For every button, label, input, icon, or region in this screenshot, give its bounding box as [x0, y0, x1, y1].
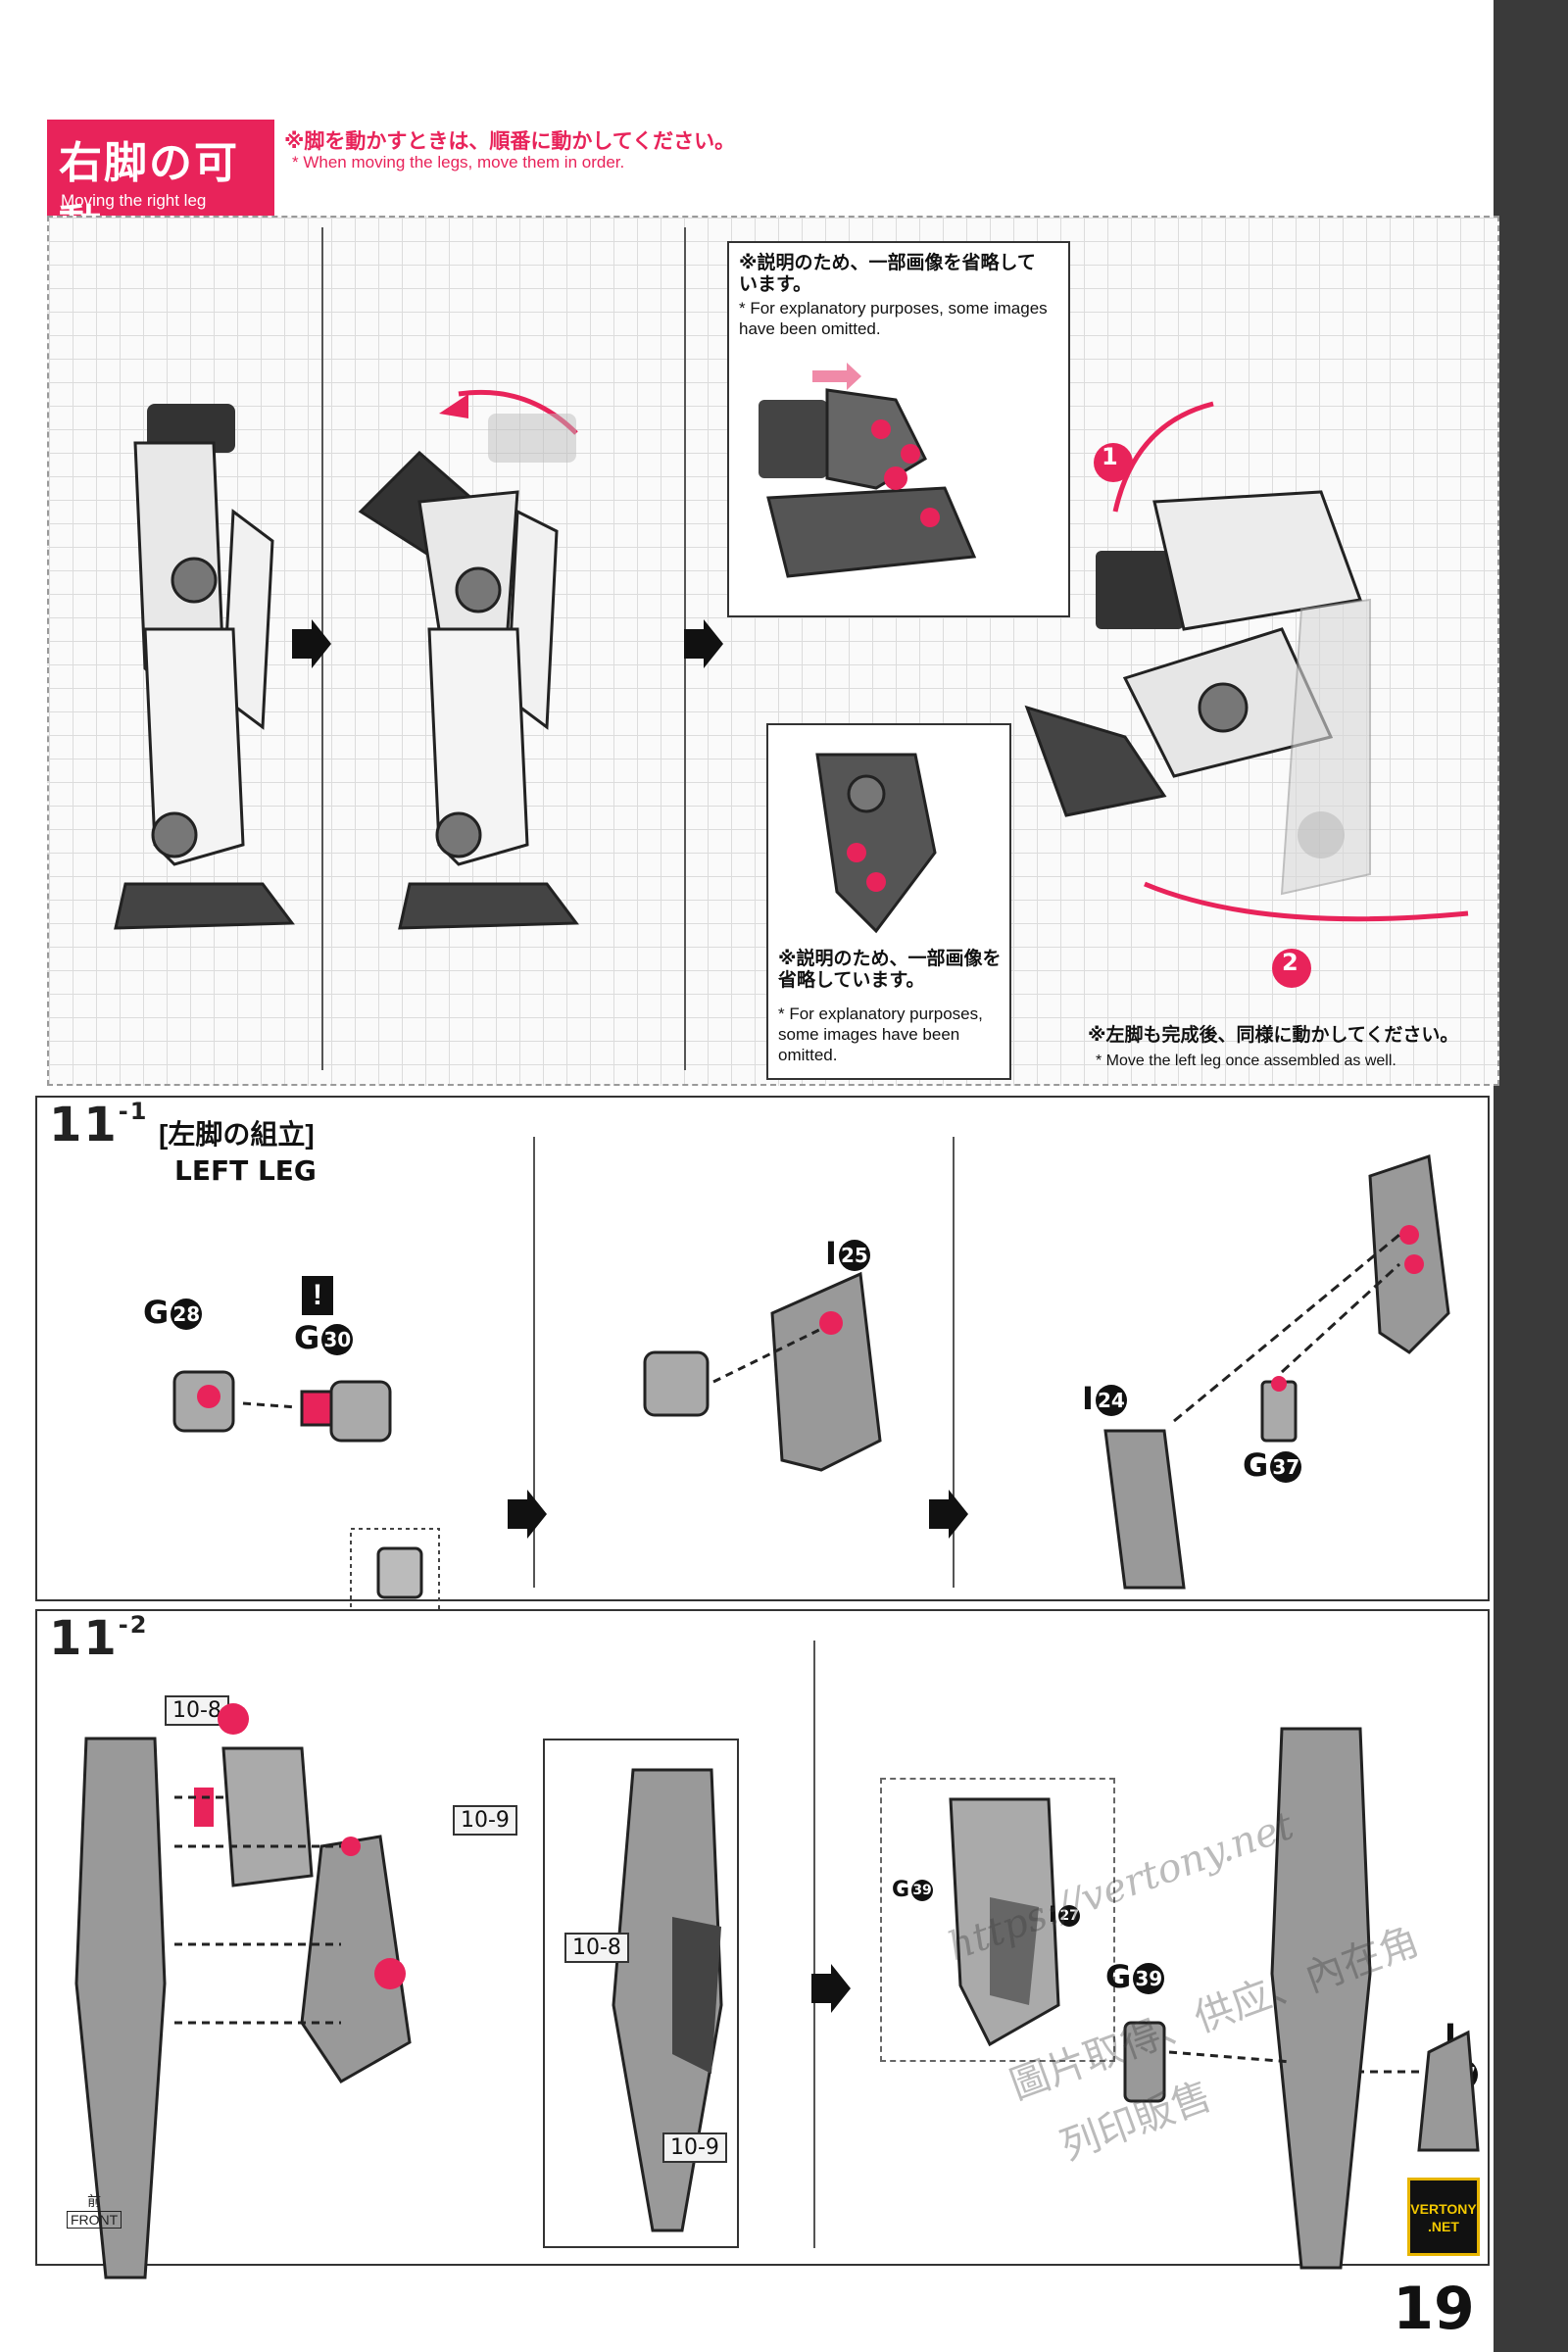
step-number: 11-2: [49, 1611, 148, 1666]
right-edge-bar: [1494, 0, 1568, 2352]
step-11-1-parts-c: [1103, 1153, 1450, 1590]
ref-10-8: 10-8: [165, 1695, 229, 1726]
left-leg-note-jp: ※左脚も完成後、同様に動かしてください。: [1088, 1025, 1459, 1046]
next-arrow-icon: [811, 1964, 851, 2013]
warning-icon: !: [302, 1276, 333, 1315]
callout-note-en: * For explanatory purposes, some images …: [778, 1004, 983, 1064]
step-title-en: LEFT LEG: [174, 1154, 317, 1187]
ref-10-9: 10-9: [453, 1805, 517, 1836]
step-title-jp: [左脚の組立]: [159, 1119, 315, 1150]
step-num-main: 11: [49, 1098, 119, 1152]
next-arrow-icon: [508, 1490, 547, 1539]
divider: [813, 1641, 815, 2248]
step-num-sub: -2: [118, 1611, 149, 1639]
knee-joint-detail: [759, 363, 977, 578]
divider: [533, 1137, 535, 1588]
title-en: Moving the right leg: [61, 191, 207, 210]
assembled-preview-box: 10-8 10-9: [543, 1739, 739, 2248]
step-11-1-parts-a: [172, 1370, 440, 1618]
callout-note-jp: ※説明のため、一部画像を省略しています。: [778, 949, 1002, 991]
next-arrow-icon: [292, 619, 331, 668]
next-arrow-icon: [684, 619, 723, 668]
callout-note-en: * For explanatory purposes, some images …: [739, 299, 1048, 338]
leg-illustration-posed: [1024, 401, 1469, 988]
front-jp: 前: [87, 2193, 102, 2209]
step-num-main: 11: [49, 1611, 119, 1666]
order-note-jp: ※脚を動かすときは、順番に動かしてください。: [284, 130, 736, 153]
detail-callout-upper: ※説明のため、一部画像を省略しています。 * For explanatory p…: [727, 241, 1070, 617]
step-11-1-parts-b: [643, 1271, 882, 1472]
assembled-leg-preview: [612, 1768, 723, 2232]
step-marker-1: 1: [1102, 443, 1118, 470]
vertony-logo: VERTONY .NET: [1407, 2178, 1480, 2256]
detail-callout-lower: ※説明のため、一部画像を省略しています。 * For explanatory p…: [766, 723, 1011, 1080]
left-leg-note-en: * Move the left leg once assembled as we…: [1096, 1053, 1396, 1069]
page-number: 19: [1380, 2270, 1488, 2348]
step-num-sub: -1: [118, 1098, 149, 1125]
ref-10-9: 10-9: [662, 2132, 727, 2163]
detail-parts: [949, 1797, 1060, 2047]
next-arrow-icon: [929, 1490, 968, 1539]
step-11-2-panel: 11-2 10-8 10-9 10-8 10-9: [35, 1609, 1490, 2279]
callout-note-jp: ※説明のため、一部画像を省略しています。: [739, 253, 1036, 295]
front-indicator: 前 FRONT: [67, 2191, 122, 2229]
divider: [953, 1137, 955, 1588]
step-number: 11-1: [49, 1098, 148, 1152]
ref-10-8: 10-8: [564, 1933, 629, 1963]
step-marker-2: 2: [1282, 949, 1298, 976]
front-label: FRONT: [67, 2211, 122, 2229]
order-note-en: * When moving the legs, move them in ord…: [292, 153, 625, 172]
ankle-joint-detail: [815, 753, 937, 934]
leg-illustration-knee-raised: [358, 389, 579, 930]
section-title: 右脚の可動 Moving the right leg: [47, 120, 274, 250]
step-11-2-assembly-a: [74, 1703, 412, 2279]
manual-page: 右脚の可動 Moving the right leg ※脚を動かすときは、順番に…: [18, 22, 1499, 2348]
step-11-2-assembly-b: [1123, 1727, 1480, 2270]
leg-illustration-straight: [114, 404, 295, 930]
